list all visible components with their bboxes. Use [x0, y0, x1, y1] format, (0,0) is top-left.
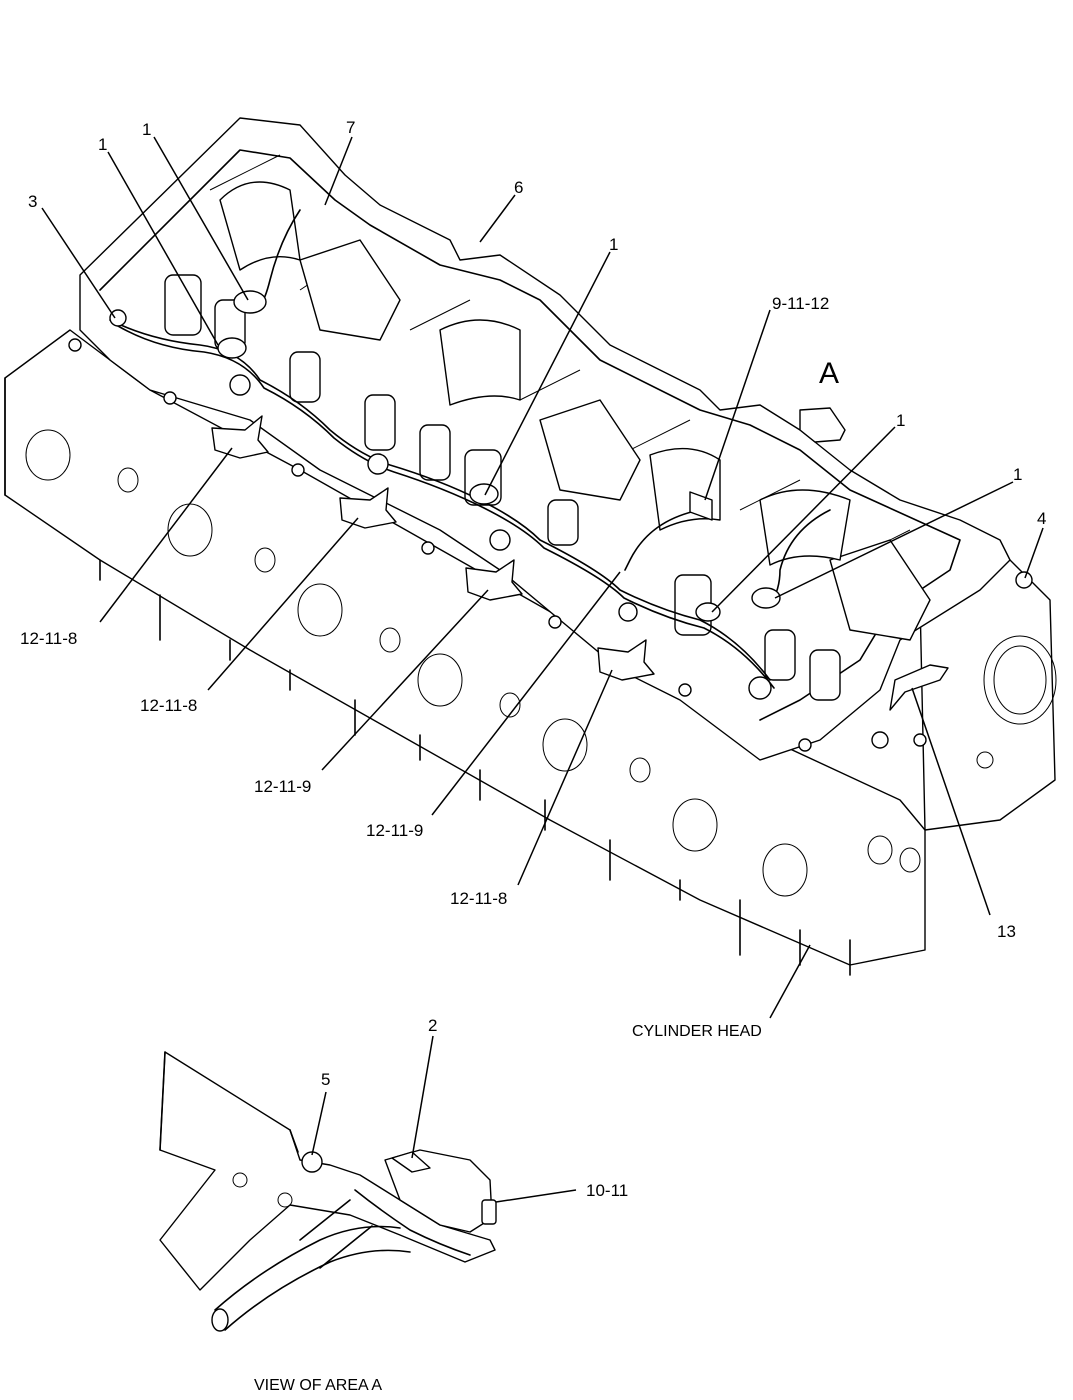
callout-12-11-9a: 12-11-9 — [254, 777, 311, 796]
cylinder-head-body — [4, 329, 1057, 976]
clips-fasteners — [68, 290, 1033, 752]
callout-12-11-8a: 12-11-8 — [20, 629, 77, 648]
callout-leaders — [41, 136, 1044, 1019]
harness-connectors — [211, 407, 846, 681]
callout-1b: 1 — [142, 120, 151, 139]
caption-view-of-area-a: VIEW OF AREA A — [254, 1377, 382, 1394]
callout-5: 5 — [321, 1070, 330, 1089]
area-marker-a: A — [819, 357, 839, 390]
callout-7: 7 — [346, 118, 355, 137]
callout-9-11-12: 9-11-12 — [772, 294, 829, 313]
harness-grommet — [889, 664, 949, 711]
callout-12-11-9b: 12-11-9 — [366, 821, 423, 840]
callout-13: 13 — [997, 922, 1016, 941]
callout-1d: 1 — [896, 411, 905, 430]
internal-castings — [219, 181, 931, 641]
callout-12-11-8b: 12-11-8 — [140, 696, 197, 715]
valve-springs — [164, 274, 841, 701]
callout-3: 3 — [28, 192, 37, 211]
callout-6: 6 — [514, 178, 523, 197]
callout-10-11: 10-11 — [586, 1181, 628, 1200]
detail-view-area-a — [159, 1035, 577, 1332]
callout-12-11-8c: 12-11-8 — [450, 889, 507, 908]
callout-2: 2 — [428, 1016, 437, 1035]
callout-1a: 1 — [98, 135, 107, 154]
caption-cylinder-head: CYLINDER HEAD — [632, 1023, 762, 1040]
callout-4: 4 — [1037, 509, 1046, 528]
callout-1c: 1 — [609, 235, 618, 254]
callout-1e: 1 — [1013, 465, 1022, 484]
